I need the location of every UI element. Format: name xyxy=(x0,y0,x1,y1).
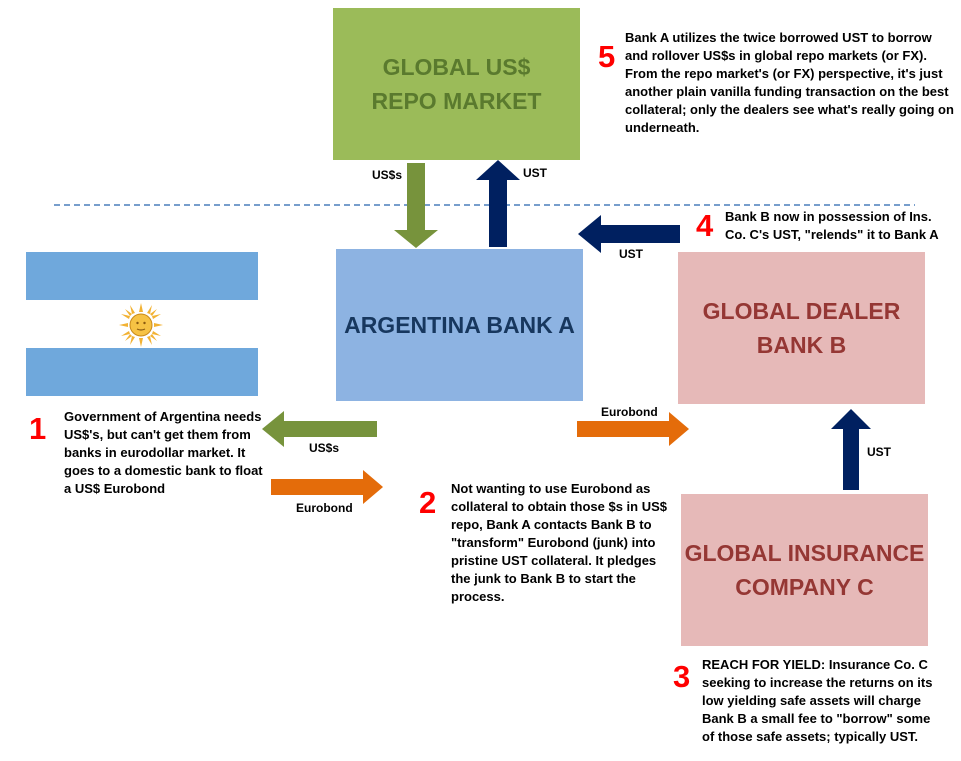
government-to-bank-a-eurobond-arrow xyxy=(271,470,383,504)
repo-usd-label: US$s xyxy=(372,168,403,182)
step-1-number: 1 xyxy=(29,411,47,446)
bank-a-to-government-usd-arrow xyxy=(262,411,377,447)
step-3-number: 3 xyxy=(673,659,691,694)
a-to-b-eurobond-label: Eurobond xyxy=(601,405,658,419)
step-1-text: Government of Argentina needs US$'s, but… xyxy=(64,409,263,496)
flag-top-stripe xyxy=(26,252,258,300)
step-4-text: Bank B now in possession of Ins. Co. C's… xyxy=(725,209,939,242)
sun-of-may-icon xyxy=(119,303,163,347)
bank-b-to-bank-a-ust-arrow xyxy=(578,215,680,253)
step-2-number: 2 xyxy=(419,485,437,520)
step-2-text: Not wanting to use Eurobond as collatera… xyxy=(451,481,667,604)
bank-b-label: GLOBAL DEALER BANK B xyxy=(702,298,901,358)
step-4-number: 4 xyxy=(696,208,714,243)
bank-a-to-repo-ust-arrow xyxy=(476,160,520,247)
a-to-gov-usd-label: US$s xyxy=(309,441,340,455)
bank-a-label: ARGENTINA BANK A xyxy=(344,312,575,338)
repo-market-box: GLOBAL US$ REPO MARKET xyxy=(333,8,580,160)
repo-market-label: GLOBAL US$ REPO MARKET xyxy=(371,54,542,114)
insurer-box: GLOBAL INSURANCE COMPANY C xyxy=(681,494,928,646)
flag-bottom-stripe xyxy=(26,348,258,396)
step-3-text: REACH FOR YIELD: Insurance Co. C seeking… xyxy=(702,657,933,744)
step-5-text: Bank A utilizes the twice borrowed UST t… xyxy=(625,30,954,135)
bank-b-box: GLOBAL DEALER BANK B xyxy=(678,252,925,404)
c-to-b-ust-label: UST xyxy=(867,445,891,459)
bank-a-to-bank-b-eurobond-arrow xyxy=(577,412,689,446)
bank-a-box: ARGENTINA BANK A xyxy=(336,249,583,401)
repo-ust-label: UST xyxy=(523,166,547,180)
gov-to-a-eurobond-label: Eurobond xyxy=(296,501,353,515)
repo-to-bank-a-usd-arrow xyxy=(394,163,438,248)
insurer-label: GLOBAL INSURANCE COMPANY C xyxy=(684,540,925,600)
b-to-a-ust-label: UST xyxy=(619,247,643,261)
step-5-number: 5 xyxy=(598,39,616,74)
insurer-to-bank-b-ust-arrow xyxy=(831,409,871,490)
